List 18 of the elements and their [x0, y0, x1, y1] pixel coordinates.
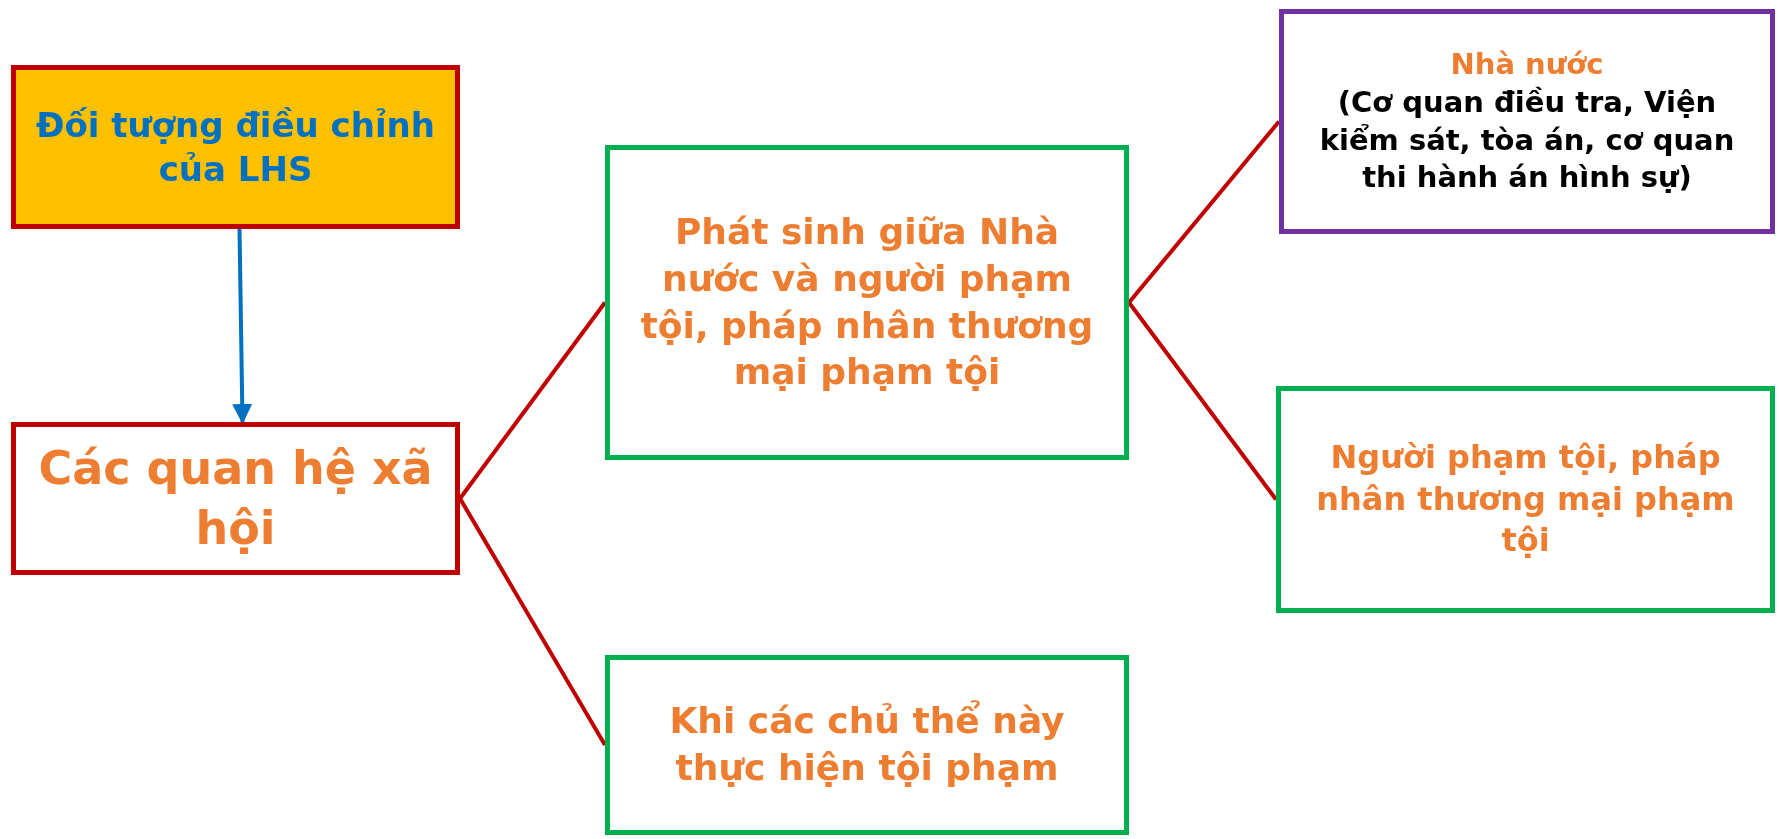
text-box: [11, 422, 460, 575]
text-box: [605, 145, 1129, 460]
box-subtext: (Cơ quan điều tra, Viện kiểm sát, tòa án, cơ quan thi hành án hình sự): [1318, 83, 1736, 197]
text-box: [11, 65, 460, 229]
connector-line: [458, 301, 607, 500]
arrow: [232, 228, 253, 424]
connector-line: [1127, 120, 1281, 304]
connector-line: [1127, 301, 1278, 501]
connector-line: [458, 497, 607, 746]
text-box: [1279, 9, 1775, 234]
text-box: [1276, 386, 1775, 613]
box-text: Các quan hệ xã hội: [37, 439, 434, 557]
box-text: Khi các chủ thể này thực hiện tội phạm: [668, 699, 1066, 790]
box-text: Phát sinh giữa Nhà nước và người phạm tội, pháp nhân thương mại phạm tội: [639, 209, 1095, 395]
box-text: Nhà nước: [1450, 46, 1604, 84]
box-text: Người phạm tội, pháp nhân thương mại phạm tội: [1315, 437, 1736, 562]
box-text: Đối tượng điều chỉnh của LHS: [34, 103, 437, 191]
text-box: [605, 655, 1129, 835]
